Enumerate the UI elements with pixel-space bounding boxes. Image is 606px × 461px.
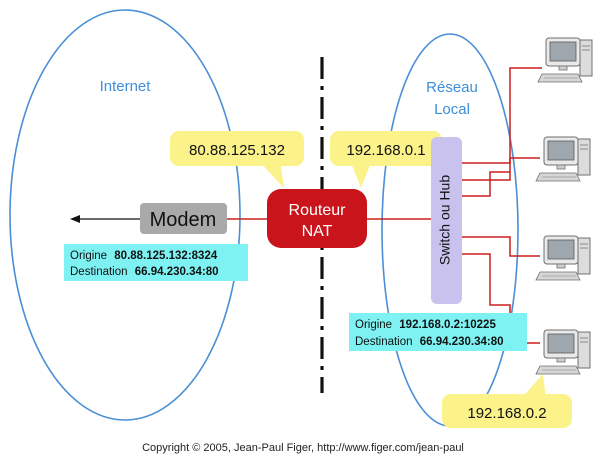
computer-icon [537,37,593,83]
public-ip-text: 80.88.125.132 [189,142,285,159]
internal-destination-value: 66.94.230.34:80 [420,336,504,348]
gateway-ip-callout: 192.168.0.1 [330,131,442,188]
computer-icon [535,136,591,182]
switch-hub: Switch ou Hub [431,137,462,304]
arrow-head [70,215,80,223]
internal-origin-label: Origine [355,319,392,331]
host-ip-text: 192.168.0.2 [467,405,546,422]
internal-origin-value: 192.168.0.2:10225 [399,319,496,331]
lan-links [462,67,542,344]
local-network-label-line1: Réseau [426,79,478,96]
svg-text:Origine 192.168.0.2:1022: Origine 192.168.0.2:10225 [355,319,496,331]
host-ip-callout: 192.168.0.2 [442,374,572,428]
internet-label: Internet [100,78,152,95]
internal-destination-label: Destination [355,336,413,348]
local-network-label-line2: Local [434,101,470,118]
svg-text:Origine 80.88.125.132:83: Origine 80.88.125.132:8324 [70,250,218,262]
external-destination-label: Destination [70,266,128,278]
svg-text:Destination 66.94.230.34: Destination 66.94.230.34:80 [70,266,219,278]
nat-router: Routeur NAT [267,189,367,248]
external-destination-value: 66.94.230.34:80 [135,266,219,278]
svg-text:Destination 66.94.230.34: Destination 66.94.230.34:80 [355,336,504,348]
switch-label: Switch ou Hub [437,175,453,265]
internet-zone [9,9,241,421]
external-origin-label: Origine [70,250,107,262]
computer-icon [535,329,591,375]
computer-icon [535,235,591,281]
public-ip-callout: 80.88.125.132 [170,131,304,188]
internal-packet-info: Origine 192.168.0.2:10225 Destination 66… [349,313,527,351]
router-label-line2: NAT [302,223,333,240]
modem-label: Modem [150,209,217,231]
gateway-ip-text: 192.168.0.1 [346,142,425,159]
modem: Modem [140,203,227,234]
external-packet-info: Origine 80.88.125.132:8324 Destination 6… [64,244,248,281]
copyright-footer: Copyright © 2005, Jean-Paul Figer, http:… [142,442,464,454]
external-origin-value: 80.88.125.132:8324 [114,250,218,262]
router-label-line1: Routeur [289,202,347,219]
